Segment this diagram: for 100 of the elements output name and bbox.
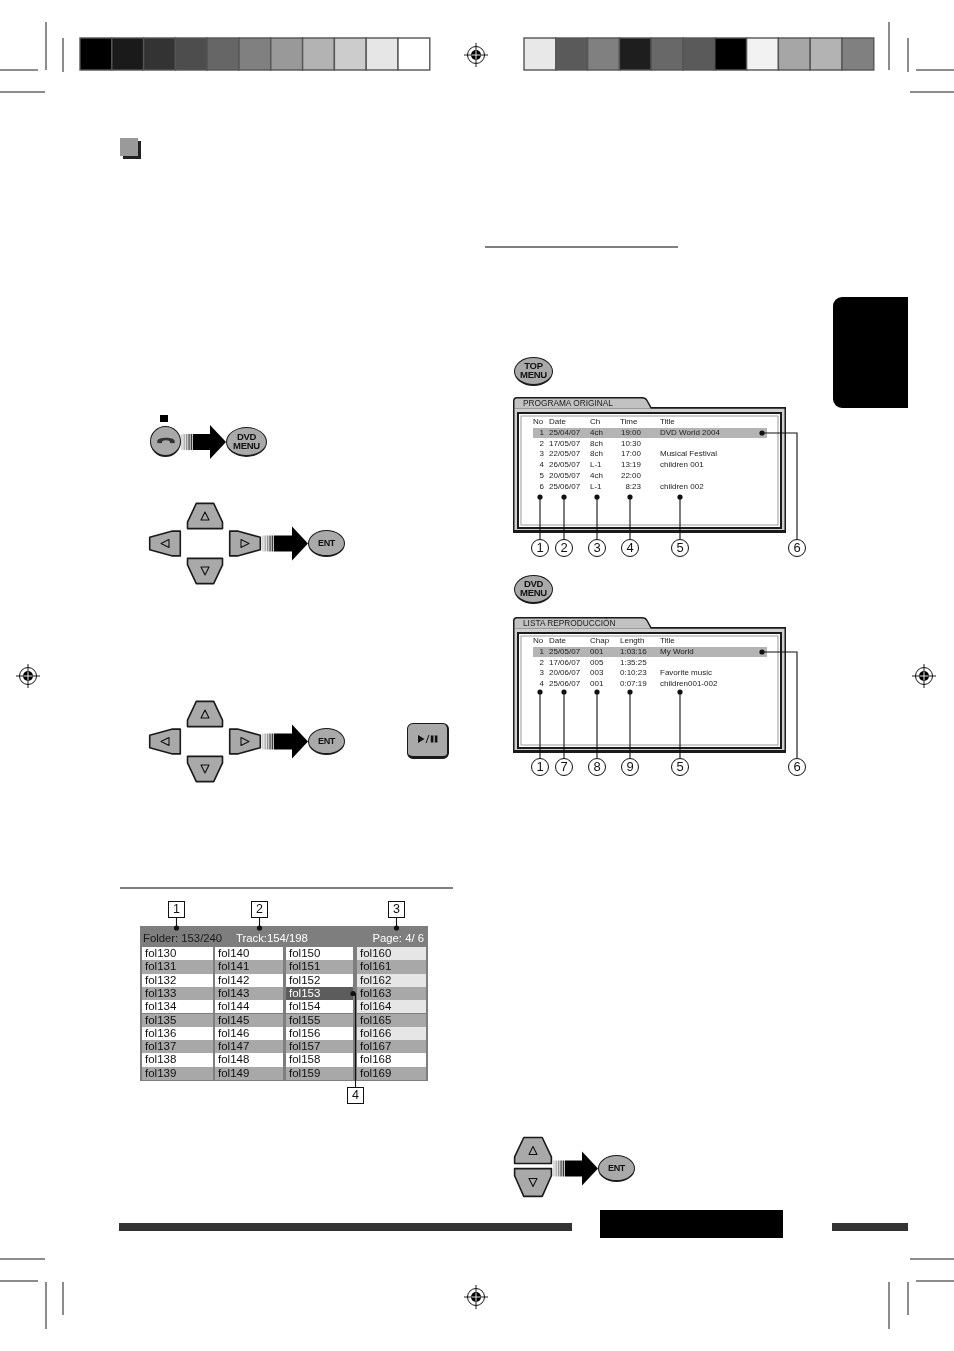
menu-screen <box>513 617 786 753</box>
date-text: 25/06/07 <box>549 679 581 690</box>
callout-number: 1 <box>168 901 185 918</box>
time-text: 22:00 <box>620 471 641 481</box>
screen-title: LISTA REPRODUCCIÓN <box>523 618 616 628</box>
leader-line <box>256 917 263 931</box>
item-number: 2 <box>539 438 544 449</box>
callout-number: 3 <box>588 539 606 557</box>
folder-cell: fol148 <box>215 1053 283 1067</box>
callout-number: 9 <box>621 758 639 776</box>
play-pause-button <box>407 723 449 759</box>
column-heading: Time <box>620 417 638 427</box>
track-count-text: Track:154/198 <box>236 928 322 946</box>
date-text: 17/05/07 <box>549 438 581 449</box>
callout-number: 8 <box>588 758 606 776</box>
time-text: 17:00 <box>620 449 641 460</box>
folder-cell: fol150 <box>286 947 353 961</box>
arrow <box>181 425 226 459</box>
item-number: 2 <box>539 657 544 668</box>
folder-cell: fol157 <box>286 1040 353 1054</box>
length-text: 0:07:19 <box>620 679 647 690</box>
folder-cell: fol151 <box>286 960 353 974</box>
length-text: 0:10:23 <box>620 668 647 679</box>
leader-line <box>627 494 633 540</box>
length-text: 1:03:16 <box>620 646 647 657</box>
folder-cell: fol144 <box>215 1000 283 1014</box>
chapter-text: 001 <box>590 646 604 657</box>
folder-cell: fol164 <box>357 1000 426 1014</box>
folder-cell: fol131 <box>142 960 213 974</box>
column-heading: No <box>533 417 544 427</box>
side-tab <box>833 297 908 408</box>
folder-cell: fol158 <box>286 1053 353 1067</box>
date-text: 20/06/07 <box>549 668 581 679</box>
callout-number: 2 <box>251 901 268 918</box>
folder-cell: fol160 <box>357 947 426 961</box>
callout-number: 2 <box>555 539 573 557</box>
date-text: 17/06/07 <box>549 657 581 668</box>
title-text: children 002 <box>660 481 704 492</box>
arrow <box>553 1151 598 1186</box>
folder-cell: fol138 <box>142 1053 213 1067</box>
date-text: 25/04/07 <box>549 427 581 438</box>
arrow <box>262 526 308 561</box>
folder-cell: fol161 <box>357 960 426 974</box>
leader-line <box>393 917 400 931</box>
folder-cell: fol140 <box>215 947 283 961</box>
callout-number: 4 <box>621 539 639 557</box>
leader-line <box>561 494 567 540</box>
item-number: 3 <box>539 668 544 679</box>
folder-cell: fol141 <box>215 960 283 974</box>
phone-button <box>150 426 181 457</box>
menu-button: TOP MENU <box>514 357 553 386</box>
arrow <box>262 724 308 759</box>
page-count-text: Page: 4/ 6 <box>350 928 424 946</box>
folder-cell: fol134 <box>142 1000 213 1014</box>
item-number: 6 <box>539 481 544 492</box>
date-text: 25/06/07 <box>549 481 581 492</box>
date-text: 25/05/07 <box>549 646 581 657</box>
callout-number: 1 <box>531 758 549 776</box>
callout-number: 7 <box>555 758 573 776</box>
title-text: DVD World 2004 <box>660 427 720 438</box>
leader-line <box>759 649 798 759</box>
leader-line <box>594 494 600 540</box>
length-text: 1:35:25 <box>620 657 647 668</box>
date-text: 20/05/07 <box>549 471 581 481</box>
folder-cell: fol168 <box>357 1053 426 1067</box>
column-heading: Length <box>620 636 645 646</box>
leader-line <box>537 494 543 540</box>
chapter-text: 005 <box>590 657 604 668</box>
callout-number: 1 <box>531 539 549 557</box>
screen-title: PROGRAMA ORIGINAL <box>523 398 613 408</box>
time-text: 8:23 <box>625 481 641 492</box>
menu-button: DVD MENU <box>514 575 553 604</box>
title-text: children 001 <box>660 460 704 471</box>
menu-screen <box>513 397 786 533</box>
time-text: 19:00 <box>620 427 641 438</box>
callout-number: 4 <box>347 1087 364 1104</box>
channel-text: 4ch <box>590 471 603 481</box>
callout-number: 3 <box>388 901 405 918</box>
date-text: 22/05/07 <box>549 449 581 460</box>
item-number: 5 <box>539 471 544 481</box>
column-heading: Chap <box>590 636 610 646</box>
item-number: 1 <box>539 646 544 657</box>
folder-cell: fol154 <box>286 1000 353 1014</box>
title-text: Favorite music <box>660 668 712 679</box>
column-heading: Date <box>549 636 566 646</box>
callout-number: 6 <box>788 539 806 557</box>
channel-text: L-1 <box>590 481 602 492</box>
item-number: 3 <box>539 449 544 460</box>
chapter-text: 003 <box>590 668 604 679</box>
enter-button: ENT <box>598 1155 635 1182</box>
folder-cell: fol137 <box>142 1040 213 1054</box>
column-heading: No <box>533 636 544 646</box>
leader-line <box>759 430 798 540</box>
leader-line <box>561 689 567 759</box>
leader-line <box>594 689 600 759</box>
channel-text: 4ch <box>590 427 603 438</box>
folder-count-text: Folder: 153/240 <box>143 928 235 946</box>
leader-line <box>677 689 683 759</box>
title-text: children001-002 <box>660 679 718 690</box>
column-heading: Title <box>660 417 675 427</box>
